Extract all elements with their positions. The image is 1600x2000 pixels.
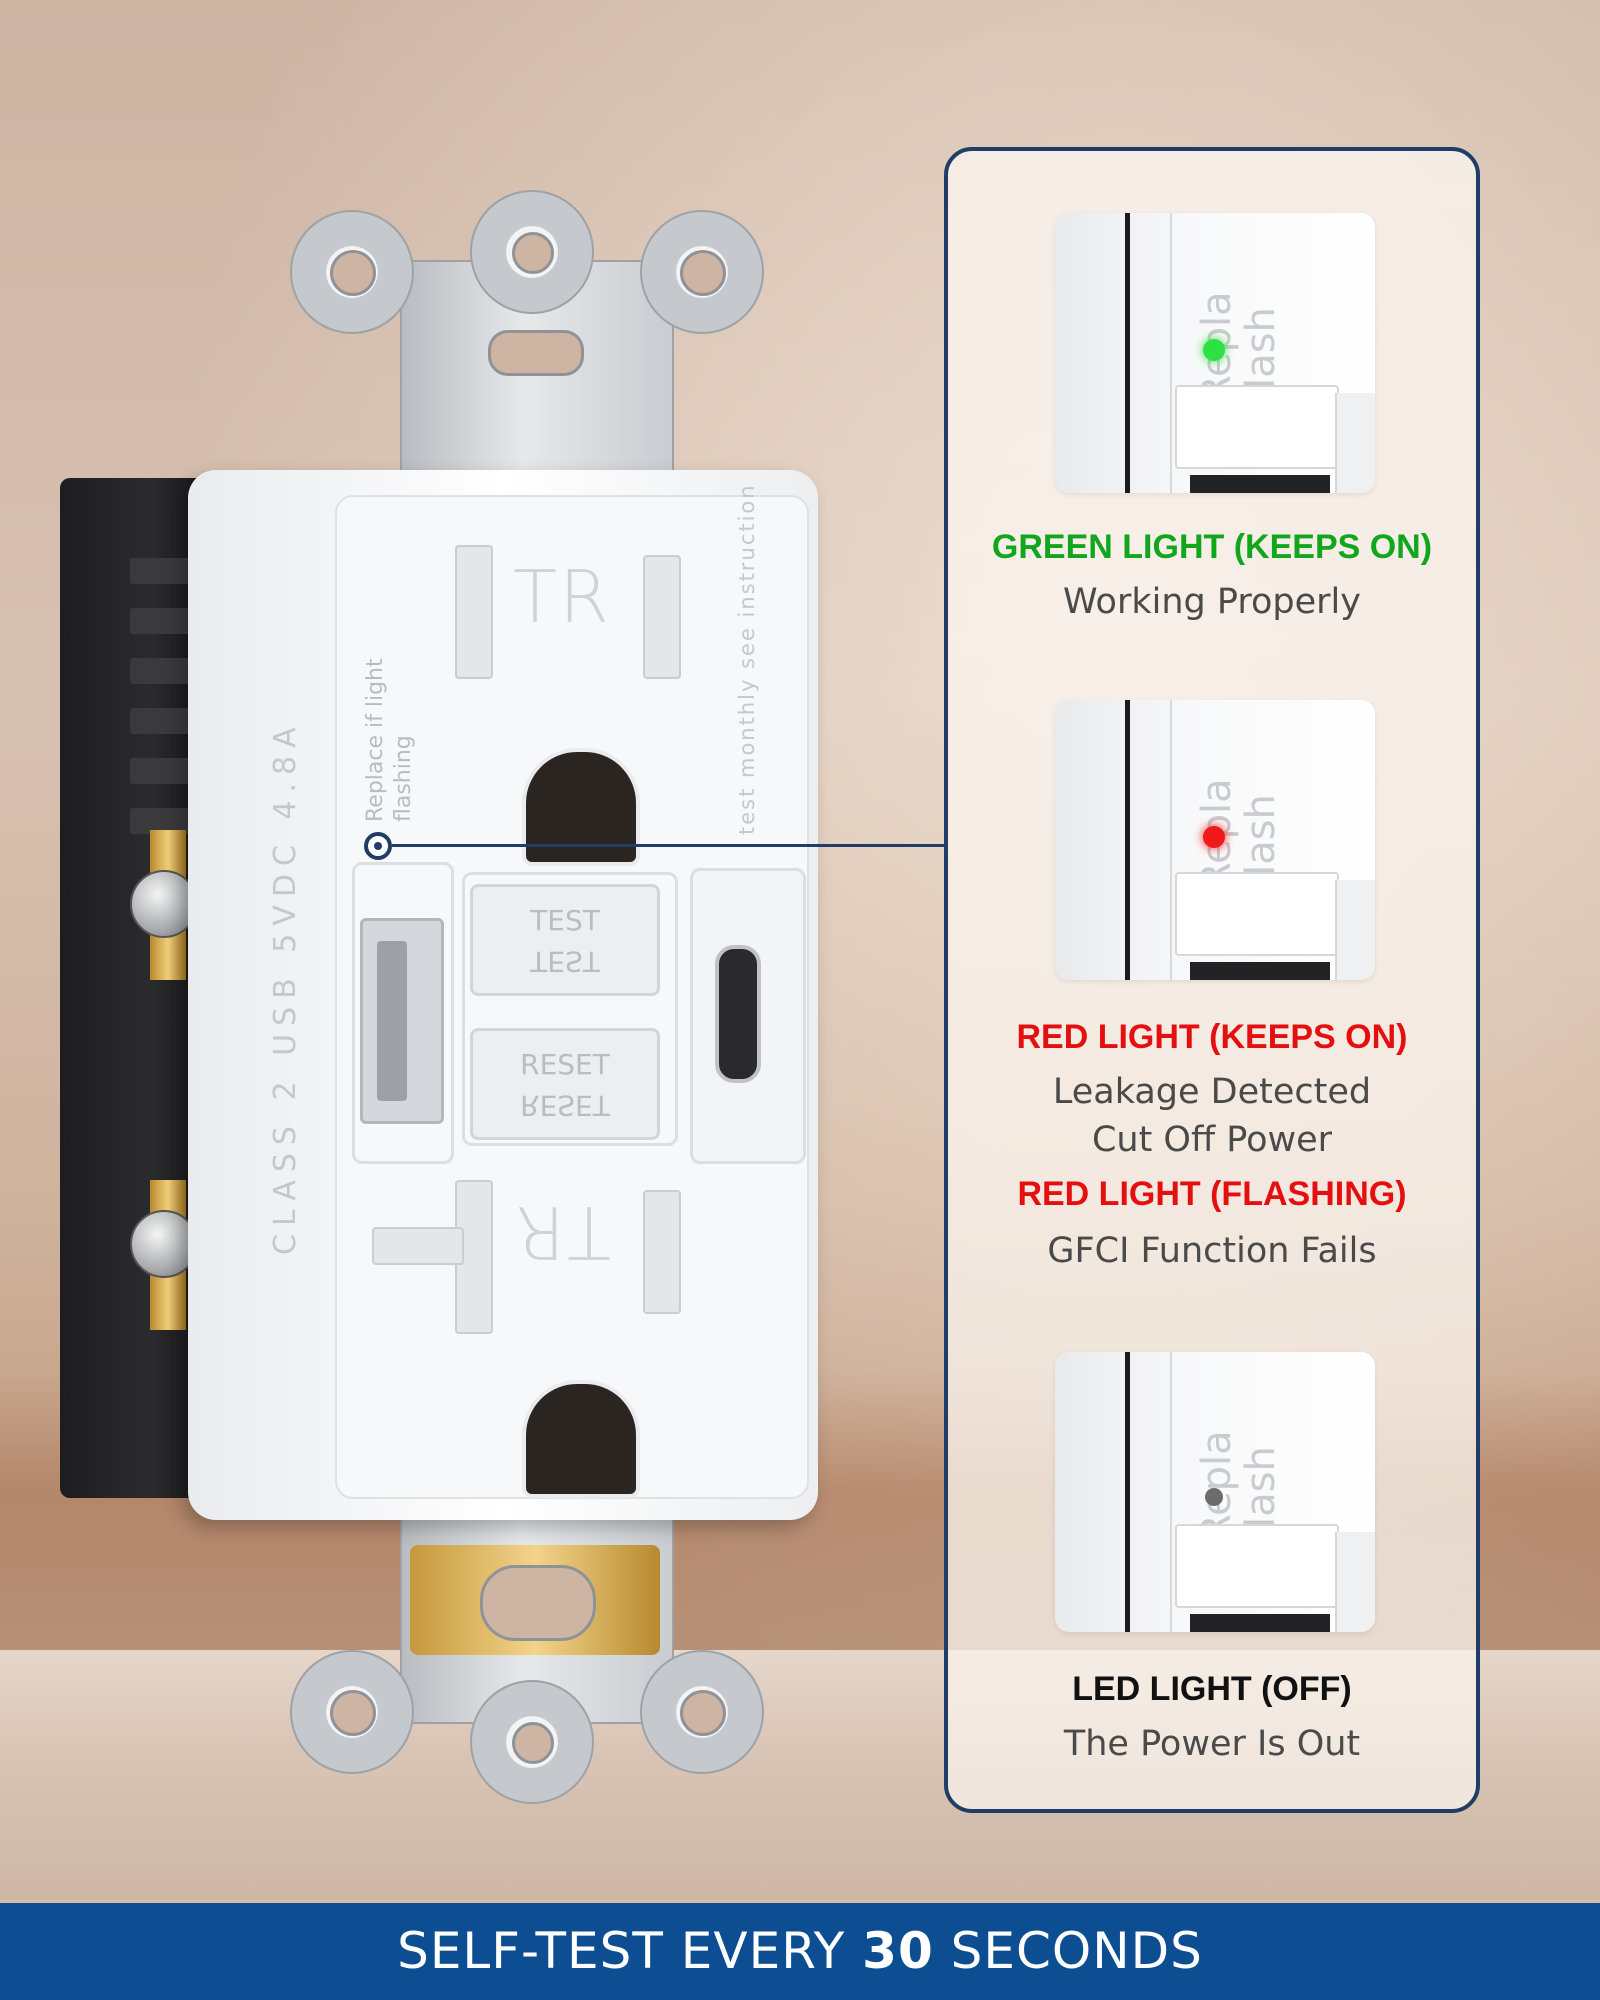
usb-c-port [715,945,761,1083]
state-title-green: GREEN LIGHT (KEEPS ON) [991,528,1433,566]
state-title-red-flashing: RED LIGHT (FLASHING) [1017,1175,1407,1213]
indicator-label: Replace if light flashing [363,658,416,822]
button-frame [462,872,678,1146]
test-button[interactable]: TEST TEST [470,884,660,996]
state-desc-green: Working Properly [1063,582,1361,622]
bottom-right-screw-hole [680,1690,726,1736]
led-indicator [364,832,392,860]
bottom-slot-hole [480,1565,596,1641]
state-desc-red-flashing: GFCI Function Fails [1047,1231,1377,1271]
bottom-left-screw-hole [330,1690,376,1736]
banner-prefix: SELF-TEST EVERY [397,1922,863,1980]
reset-label: RESET [520,1048,610,1081]
top-left-screw-hole [330,250,376,296]
test-label: TEST [530,904,600,937]
t-slot-bottom [372,1227,464,1265]
instruction-text: test monthly see instruction [735,483,759,835]
reset-label-mirror: RESET [520,1089,610,1122]
callout-line [392,844,945,847]
green-led [1203,339,1225,361]
ground-hole-bottom [522,1380,640,1498]
hot-slot-top [643,555,681,679]
banner-number: 30 [862,1922,934,1980]
terminal-screw-bottom [130,1210,198,1278]
top-center-screw-hole [512,232,554,274]
bottom-center-screw-hole [512,1722,554,1764]
bottom-banner: SELF-TEST EVERY 30 SECONDS [0,1903,1600,2000]
top-right-screw-hole [680,250,726,296]
reset-button[interactable]: RESET RESET [470,1028,660,1140]
banner-suffix: SECONDS [933,1922,1203,1980]
state-desc-red-on-1: Leakage Detected [1052,1072,1372,1112]
neutral-slot-top [455,545,493,679]
state-title-red-on: RED LIGHT (KEEPS ON) [1016,1018,1408,1056]
usb-a-port [360,918,444,1124]
rating-text: CLASS 2 USB 5VDC 4.8A [268,719,303,1255]
state-desc-off: The Power Is Out [1063,1724,1361,1764]
state-desc-red-on-2: Cut Off Power [1091,1120,1333,1160]
hot-slot-bottom [643,1190,681,1314]
ground-hole-top [522,748,640,866]
usb-a-frame [352,862,454,1164]
tr-mark-bottom: TR [513,1190,612,1274]
red-led [1203,826,1225,848]
off-led [1205,1488,1223,1506]
test-label-mirror: TEST [530,945,600,978]
bottom-right-ear [640,1650,764,1774]
tr-mark-top: TR [513,555,612,639]
top-slot-hole [488,330,584,376]
state-title-off: LED LIGHT (OFF) [1072,1670,1352,1708]
